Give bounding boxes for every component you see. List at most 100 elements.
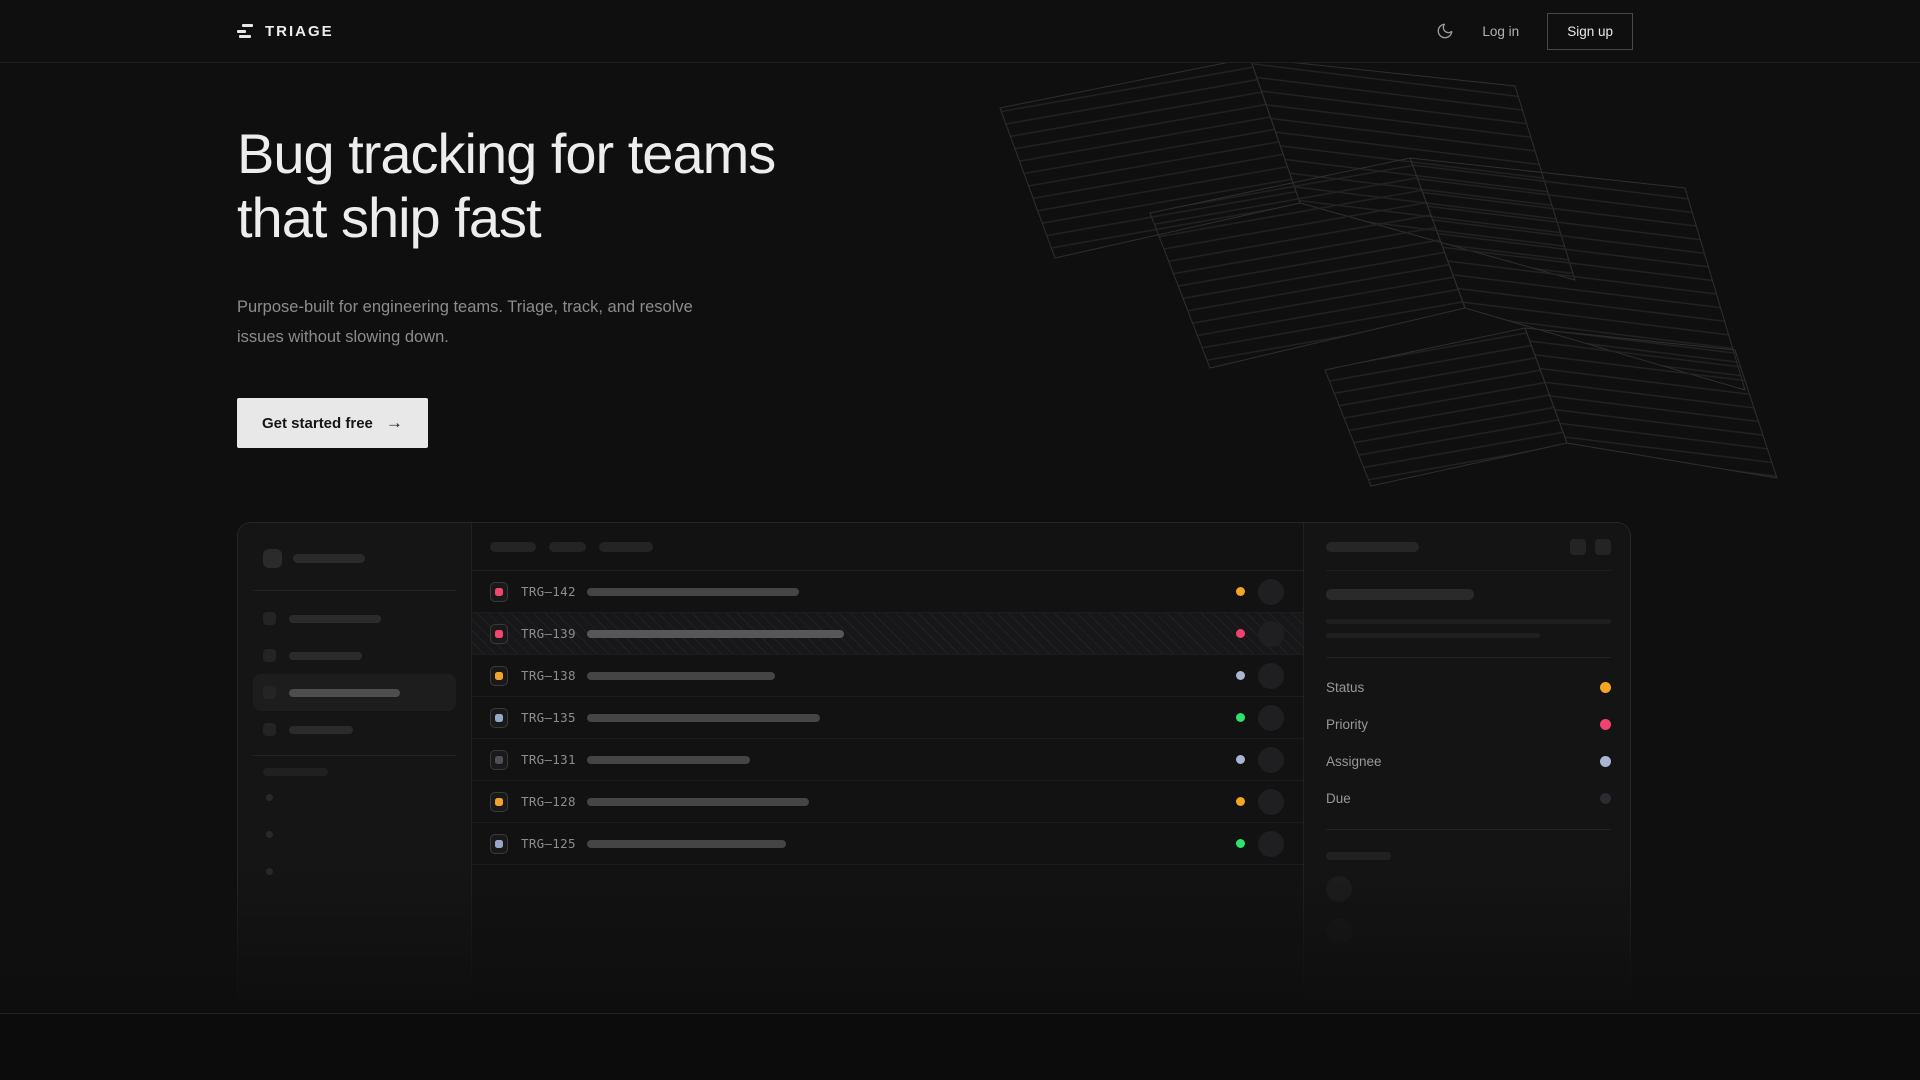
hero-subtitle: Purpose-built for engineering teams. Tri… — [237, 292, 707, 352]
detail-fields: Status Priority Assignee Due — [1326, 669, 1611, 817]
mockup-sidebar — [238, 523, 472, 1013]
detail-field-due: Due — [1326, 780, 1611, 817]
issue-type-dot — [495, 672, 503, 680]
issue-row-selected: TRG–139 — [472, 613, 1303, 655]
sidebar-nav-item — [253, 637, 456, 674]
theme-toggle[interactable] — [1436, 22, 1454, 40]
brand-logo[interactable]: TRIAGE — [237, 22, 334, 41]
detail-description-placeholder — [1326, 619, 1611, 624]
detail-action-placeholder — [1570, 539, 1586, 555]
detail-divider — [1326, 657, 1611, 658]
status-value-dot — [1600, 682, 1611, 693]
status-dot — [1236, 839, 1245, 848]
get-started-button[interactable]: Get started free → — [237, 398, 428, 448]
sidebar-dot-placeholder — [266, 868, 273, 875]
sidebar-dot-placeholder — [266, 831, 273, 838]
brand-name: TRIAGE — [265, 23, 334, 40]
wireframe-shape-3 — [1325, 328, 1777, 486]
issue-row-meta — [1236, 831, 1284, 857]
issue-type-icon — [490, 666, 508, 686]
status-dot — [1236, 671, 1245, 680]
issue-title-placeholder — [587, 630, 844, 638]
issue-id: TRG–138 — [521, 668, 579, 683]
sidebar-nav-item — [253, 600, 456, 637]
moon-icon — [1436, 22, 1454, 40]
issue-row-meta — [1236, 621, 1284, 647]
issue-id: TRG–135 — [521, 710, 579, 725]
nav-icon-placeholder — [263, 723, 276, 736]
top-navbar: TRIAGE Log in Sign up — [0, 0, 1920, 63]
assignee-avatar-placeholder — [1258, 663, 1284, 689]
issue-row-meta — [1236, 663, 1284, 689]
activity-avatar-placeholder — [1326, 876, 1352, 902]
next-section-strip — [0, 1013, 1920, 1080]
detail-breadcrumb-placeholder — [1326, 542, 1419, 552]
workspace-avatar-placeholder — [263, 549, 282, 568]
cta-label: Get started free — [262, 415, 373, 432]
sidebar-nav-item — [253, 711, 456, 748]
hero-title-line2: that ship fast — [237, 186, 541, 249]
issue-type-icon — [490, 624, 508, 644]
detail-title-placeholder — [1326, 589, 1474, 600]
mockup-issue-list: TRG–142 TRG–139 — [472, 523, 1304, 1013]
issue-id: TRG–139 — [521, 626, 579, 641]
nav-label-placeholder — [289, 689, 400, 697]
issue-type-icon — [490, 708, 508, 728]
nav-icon-placeholder — [263, 686, 276, 699]
issue-type-icon — [490, 750, 508, 770]
sidebar-nav-item-active — [253, 674, 456, 711]
nav-label-placeholder — [289, 615, 381, 623]
mockup-detail-panel: Status Priority Assignee Due — [1304, 523, 1630, 1013]
nav-label-placeholder — [289, 726, 353, 734]
issue-type-dot — [495, 630, 503, 638]
nav-icon-placeholder — [263, 612, 276, 625]
status-dot — [1236, 797, 1245, 806]
arrow-right-icon: → — [386, 413, 403, 433]
issue-type-icon — [490, 582, 508, 602]
field-label: Due — [1326, 791, 1351, 806]
app-mockup-card: TRG–142 TRG–139 — [237, 522, 1631, 1013]
issue-type-dot — [495, 588, 503, 596]
assignee-avatar-placeholder — [1258, 621, 1284, 647]
issue-type-dot — [495, 756, 503, 764]
issue-title-placeholder — [587, 840, 786, 848]
detail-header — [1326, 523, 1611, 571]
status-dot — [1236, 629, 1245, 638]
issue-type-dot — [495, 714, 503, 722]
section-label-placeholder — [263, 768, 328, 776]
field-label: Assignee — [1326, 754, 1382, 769]
assignee-avatar-placeholder — [1258, 831, 1284, 857]
issue-title-placeholder — [587, 798, 809, 806]
issue-title-placeholder — [587, 756, 750, 764]
issue-row-meta — [1236, 579, 1284, 605]
mockup-workspace-row — [253, 549, 456, 568]
field-label: Priority — [1326, 717, 1368, 732]
due-value-dot — [1600, 793, 1611, 804]
assignee-avatar-placeholder — [1258, 789, 1284, 815]
issue-row: TRG–128 — [472, 781, 1303, 823]
issue-id: TRG–131 — [521, 752, 579, 767]
detail-action-placeholder — [1595, 539, 1611, 555]
nav-label-placeholder — [289, 652, 362, 660]
triage-logo-icon — [237, 22, 253, 41]
field-label: Status — [1326, 680, 1364, 695]
nav-icon-placeholder — [263, 649, 276, 662]
issue-type-dot — [495, 798, 503, 806]
issue-row: TRG–131 — [472, 739, 1303, 781]
tab-placeholder — [490, 542, 536, 552]
signup-button[interactable]: Sign up — [1547, 13, 1633, 50]
detail-section-placeholder — [1326, 852, 1391, 860]
tab-placeholder — [599, 542, 653, 552]
issue-row: TRG–142 — [472, 571, 1303, 613]
detail-field-status: Status — [1326, 669, 1611, 706]
activity-avatar-placeholder — [1326, 918, 1352, 944]
assignee-avatar-placeholder — [1258, 705, 1284, 731]
hero-title-line1: Bug tracking for teams — [237, 122, 775, 185]
detail-field-assignee: Assignee — [1326, 743, 1611, 780]
issue-type-icon — [490, 792, 508, 812]
detail-divider — [1326, 829, 1611, 830]
assignee-avatar-placeholder — [1258, 747, 1284, 773]
login-link[interactable]: Log in — [1482, 24, 1519, 39]
issue-row-meta — [1236, 789, 1284, 815]
status-dot — [1236, 713, 1245, 722]
